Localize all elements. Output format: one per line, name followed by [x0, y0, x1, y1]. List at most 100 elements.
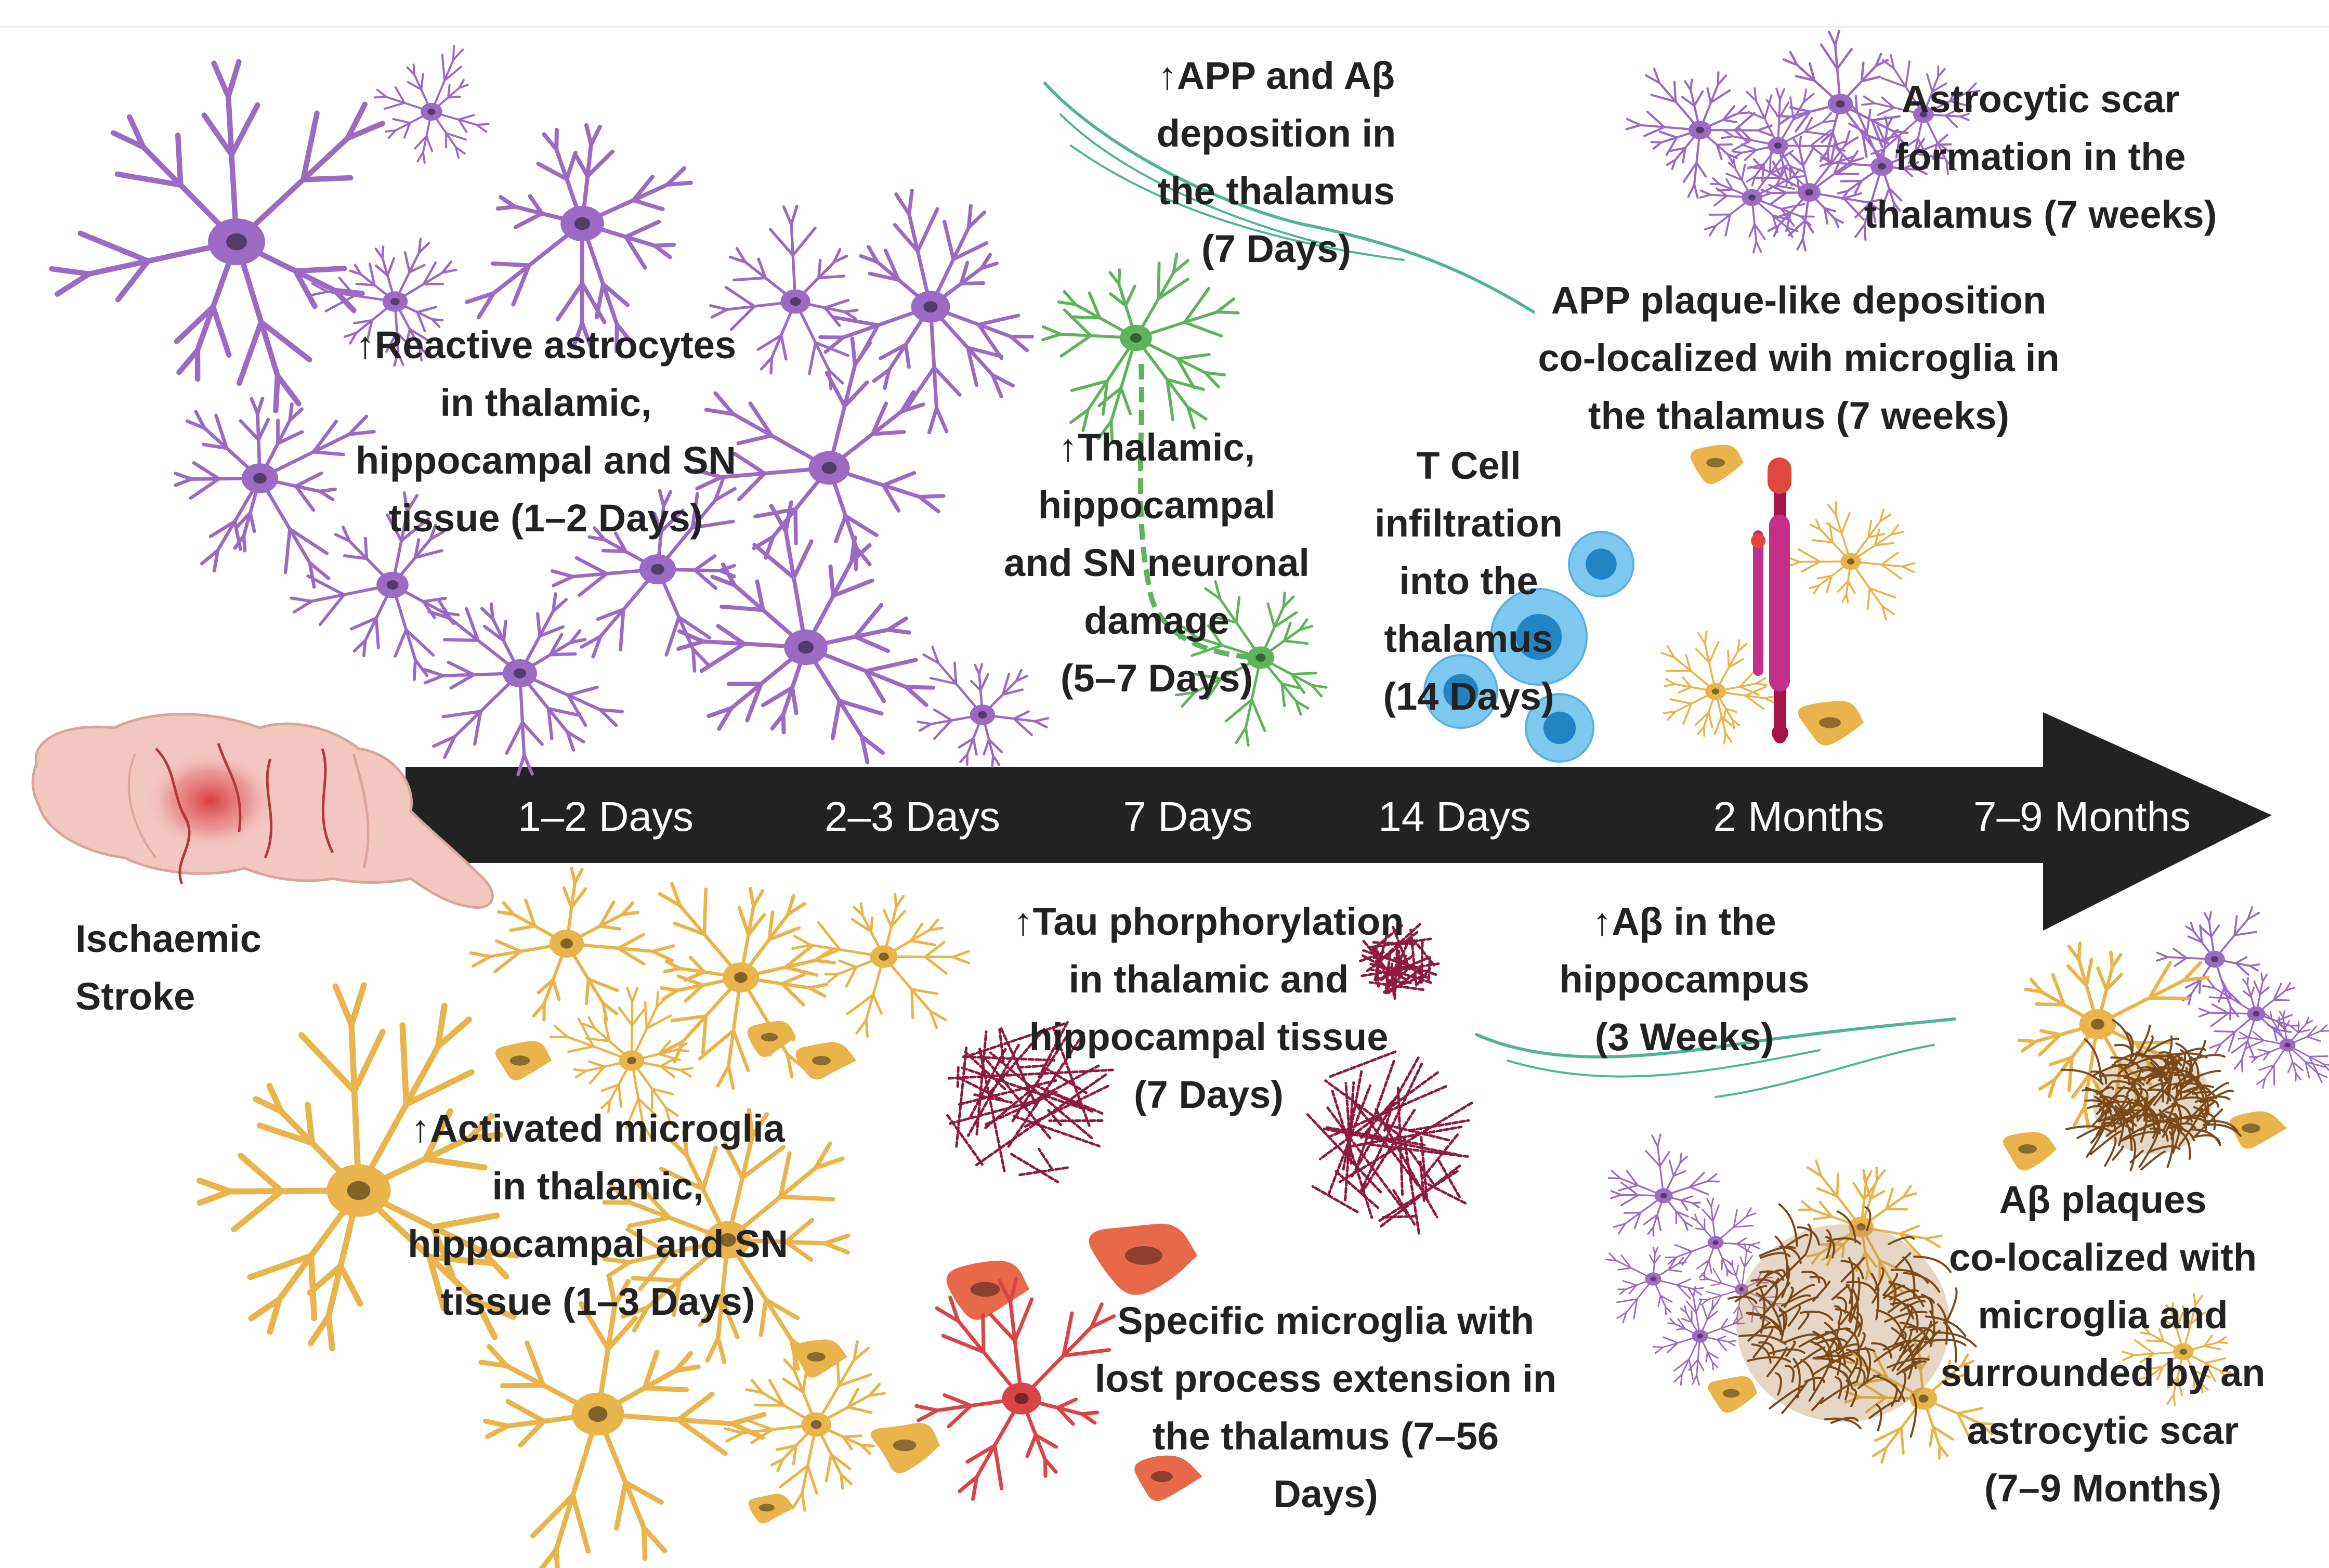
label-abeta-plaques: Aβ plaques co-localized with microglia a… — [1941, 1171, 2266, 1517]
text-line: (7 Days) — [1201, 227, 1351, 270]
astrocyte-icon — [290, 491, 460, 681]
tick-label: 7–9 Months — [1973, 793, 2191, 840]
text-line: the thalamus (7 weeks) — [1588, 394, 2010, 437]
text-line: in thalamic, — [440, 381, 652, 424]
amyloid-plaque-icon — [1727, 1203, 1977, 1438]
text-line: (5–7 Days) — [1060, 657, 1253, 700]
astrocyte-icon — [1665, 1197, 1761, 1281]
tick-label: 14 Days — [1378, 793, 1531, 840]
label-app-plaque-deposition: APP plaque-like deposition co-localized … — [1538, 271, 2059, 445]
text-line: lost process extension in — [1094, 1357, 1557, 1400]
tick-label: 2–3 Days — [825, 793, 1000, 840]
astrocyte-icon — [917, 646, 1049, 768]
text-line: in thalamic, — [492, 1165, 704, 1208]
fibril-strand — [1059, 113, 1327, 245]
label-abeta-hippocampus: ↑Aβ in the hippocampus (3 Weeks) — [1559, 893, 1809, 1066]
text-line: formation in the — [1895, 135, 2186, 178]
astrocyte-icon — [676, 500, 935, 765]
amoeboid-microglia-icon — [2003, 1132, 2057, 1171]
amoeboid-microglia-icon — [792, 1339, 847, 1378]
astrocyte-icon — [2156, 906, 2260, 1021]
text-line: infiltration — [1375, 502, 1563, 545]
amoeboid-microglia-icon — [747, 1021, 796, 1057]
astrocyte-icon — [309, 238, 457, 367]
text-line: Stroke — [75, 975, 195, 1018]
brain-icon — [31, 713, 494, 909]
text-line: microglia and — [1978, 1293, 2228, 1337]
microglia-icon — [658, 881, 836, 1090]
amoeboid-microglia-icon — [1089, 1223, 1198, 1295]
text-line: ↑Activated microglia — [411, 1107, 785, 1150]
amoeboid-microglia-icon — [795, 1042, 857, 1080]
neuron-icon — [1041, 252, 1240, 445]
amoeboid-microglia-icon — [1798, 701, 1864, 746]
amoeboid-microglia-icon — [1134, 1455, 1202, 1501]
text-line: T Cell — [1416, 444, 1521, 487]
fibril-strand — [1043, 82, 1535, 313]
text-line: hippocampal and SN — [408, 1222, 788, 1265]
label-neuronal-damage: ↑Thalamic, hippocampal and SN neuronal d… — [1004, 419, 1310, 707]
text-line: deposition in — [1156, 112, 1396, 155]
label-app-abeta-deposition: ↑APP and Aβ deposition in the thalamus (… — [1157, 47, 1396, 278]
amoeboid-microglia-cluster — [495, 445, 2287, 1524]
astrocyte-icon — [1861, 54, 1981, 176]
neuron-icon — [1174, 580, 1328, 747]
text-line: Astrocytic scar — [1901, 77, 2180, 121]
amoeboid-microglia-icon — [870, 1422, 940, 1473]
microglia-icon — [197, 982, 520, 1352]
text-line: surrounded by an — [1940, 1351, 2266, 1394]
app-protein-icon — [1751, 458, 1791, 743]
text-line: hippocampal — [1038, 484, 1276, 527]
label-astrocytic-scar: Astrocytic scar formation in the thalamu… — [1864, 70, 2217, 243]
label-tau-phosphorylation: ↑Tau phorphorylation in thalamic and hip… — [1014, 893, 1404, 1123]
fibril-strand — [1070, 145, 1405, 261]
microglia-icon — [549, 987, 694, 1141]
astrocyte-icon — [465, 123, 693, 354]
microglia-icon — [478, 1276, 767, 1568]
label-t-cell-infiltration: T Cell infiltration into the thalamus (1… — [1375, 437, 1563, 725]
text-line: the thalamus (7–56 — [1152, 1415, 1499, 1458]
amoeboid-microglia-icon — [495, 1041, 552, 1081]
text-line: damage — [1084, 599, 1229, 642]
astrocyte-icon — [373, 45, 490, 164]
text-line: hippocampus — [1559, 958, 1810, 1001]
timeline-arrow — [405, 712, 2272, 931]
text-line: Days) — [1273, 1472, 1378, 1515]
text-line: tissue (1–3 Days) — [440, 1280, 755, 1323]
astrocyte-icon — [1748, 130, 1882, 252]
astrocyte-icon — [49, 59, 386, 414]
text-line: co-localized wih microglia in — [1538, 336, 2060, 380]
astrocyte-icon — [694, 336, 946, 571]
amoeboid-microglia-icon — [1708, 1376, 1758, 1413]
amoeboid-microglia-icon — [2230, 1111, 2287, 1149]
amoeboid-microglia-icon — [946, 1260, 1030, 1320]
text-line: (3 Weeks) — [1594, 1015, 1774, 1059]
text-line: (7–9 Months) — [1984, 1467, 2222, 1510]
t-cell-icon — [1525, 693, 1594, 763]
astrocyte-icon — [1625, 67, 1773, 199]
astrocyte-icon — [1721, 87, 1846, 190]
t-cell-icon — [1423, 654, 1498, 729]
microglia-icon — [1660, 630, 1779, 744]
label-reactive-astrocytes: ↑Reactive astrocytes in thalamic, hippoc… — [356, 316, 736, 547]
astrocyte-icon — [818, 188, 1034, 435]
amyloid-plaque-icon — [2061, 1019, 2242, 1171]
microglia-icon — [602, 1108, 851, 1371]
microglia-icon — [469, 866, 675, 1022]
text-line: co-localized with — [1948, 1236, 2257, 1279]
text-line: thalamus (7 weeks) — [1864, 193, 2217, 236]
axon-line — [1137, 363, 1259, 660]
tau-tangles — [946, 923, 1473, 1235]
text-line: Ischaemic — [75, 917, 261, 960]
t-cell-cluster — [1423, 531, 1634, 763]
tick-label: 2 Months — [1713, 793, 1885, 840]
astrocyte-icon — [423, 592, 624, 777]
text-line: astrocytic scar — [1967, 1409, 2239, 1452]
top-rule — [0, 26, 2329, 28]
astrocyte-icon — [550, 477, 737, 673]
tau-tangle-icon — [946, 1021, 1115, 1183]
text-line: hippocampal and SN — [356, 439, 736, 482]
text-line: (14 Days) — [1383, 675, 1554, 718]
